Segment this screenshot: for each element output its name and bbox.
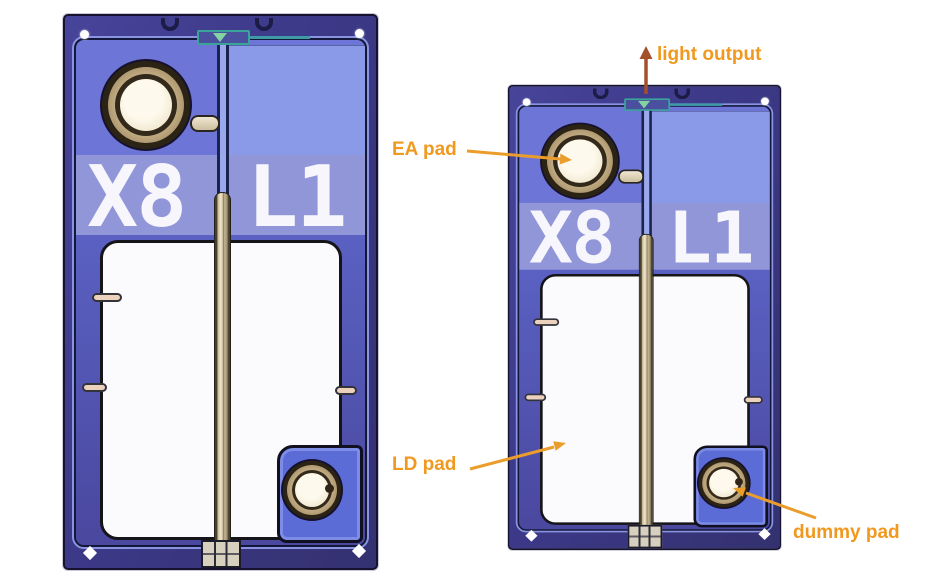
waveguide-foot [201,540,241,568]
corner-mark [355,29,364,38]
pad-core [557,139,603,183]
chip-micrograph-small-wrap: X8 L1 [508,85,782,550]
facet-line [670,103,723,106]
edge-tick [82,383,107,392]
waveguide-metal-stripe [214,192,231,545]
edge-tick [92,293,122,302]
dummy-pad-region [693,445,769,528]
chip-marking: L1 [667,197,754,280]
chip-active-area: X8 L1 [517,105,772,531]
facet-triangle-icon [638,100,651,109]
ea-contact-region [650,110,770,205]
edge-tick [335,386,357,395]
top-edge-notch [161,18,179,31]
top-edge-notch [592,88,609,100]
ea-contact-region [227,45,365,157]
top-edge-notch [674,88,691,100]
facet-line [250,36,310,39]
corner-mark [82,545,98,561]
dummy-pad-label: dummy pad [793,522,900,543]
chip-marking: X8 [528,197,616,280]
waveguide-foot [627,524,663,549]
corner-mark [525,529,538,542]
dummy-pad-region [277,445,363,543]
chip-marking: X8 [87,148,187,247]
corner-mark [761,97,769,106]
facet-triangle-icon [213,33,227,42]
edge-tick [524,393,547,402]
ea-connector-stub [190,115,220,132]
pad-core [295,473,329,507]
pad-core [120,79,172,131]
ea-pad-circle [102,61,190,149]
pad-core [709,468,739,498]
pad-notch [325,484,334,493]
chip-micrograph-small: X8 L1 [508,85,782,550]
chip-marking: L1 [247,148,347,247]
top-edge-notch [255,18,273,31]
pad-notch [735,478,743,486]
chip-micrograph-large: X8 L1 [63,14,378,570]
waveguide-metal-stripe [638,233,654,530]
corner-mark [80,30,89,39]
edge-tick [533,318,560,326]
light-output-label: light output [657,44,762,65]
ea-pad-label: EA pad [392,139,457,160]
chip-active-area: X8 L1 [74,38,367,547]
corner-mark [522,98,531,106]
edge-tick [743,396,763,404]
ld-pad-label: LD pad [392,454,457,475]
ea-pad-circle [541,124,619,198]
ea-connector-stub [618,169,645,184]
